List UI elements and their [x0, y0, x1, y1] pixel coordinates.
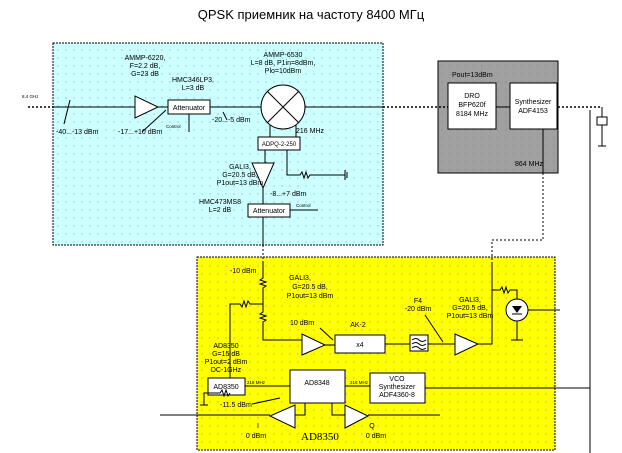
svg-text:ADF4360-8: ADF4360-8 — [379, 392, 415, 399]
diagram-title: QPSK приемник на частоту 8400 МГц — [198, 7, 425, 22]
dro-block — [447, 82, 497, 130]
svg-text:-20...-5 dBm: -20...-5 dBm — [212, 117, 251, 124]
svg-text:I: I — [257, 423, 259, 430]
lo-chain: Pout=13dBm DRO BFP620f 8184 MHz Synthesi… — [447, 72, 608, 453]
svg-text:-11.5 dBm: -11.5 dBm — [220, 402, 252, 409]
svg-text:G=20.5 dB,: G=20.5 dB, — [222, 172, 258, 179]
ad8348-demodulator — [289, 369, 346, 404]
svg-text:AMMP-6530: AMMP-6530 — [264, 52, 303, 59]
svg-text:Control: Control — [296, 203, 311, 208]
svg-text:P1out=13 dBm: P1out=13 dBm — [287, 293, 334, 300]
svg-text:AD8350: AD8350 — [213, 343, 238, 350]
svg-text:x4: x4 — [356, 342, 364, 349]
svg-text:P1out=13 dBm: P1out=13 dBm — [217, 180, 264, 187]
svg-text:L=8 dB, P1in=8dBm,: L=8 dB, P1in=8dBm, — [251, 60, 316, 67]
svg-text:P1out=2 dBm: P1out=2 dBm — [205, 359, 248, 366]
gali3-amplifier — [251, 162, 275, 190]
vco-synthesizer-block — [369, 372, 426, 404]
svg-text:G=20.5 dB,: G=20.5 dB, — [292, 284, 328, 291]
svg-text:AK-2: AK-2 — [350, 322, 366, 329]
svg-text:AD8348: AD8348 — [304, 380, 329, 387]
svg-text:AD8350: AD8350 — [301, 431, 339, 443]
svg-text:L=2 dB: L=2 dB — [209, 207, 232, 214]
svg-text:P1out=13 dBm: P1out=13 dBm — [447, 313, 494, 320]
svg-text:Pout=13dBm: Pout=13dBm — [452, 72, 493, 79]
crystal-icon — [596, 116, 608, 126]
svg-text:ADF4153: ADF4153 — [518, 108, 548, 115]
svg-text:BFP620f: BFP620f — [458, 102, 485, 109]
svg-text:AD8350: AD8350 — [213, 384, 238, 391]
svg-text:-10 dBm: -10 dBm — [230, 268, 257, 275]
svg-text:-8...+7 dBm: -8...+7 dBm — [270, 191, 307, 198]
svg-text:0 dBm: 0 dBm — [246, 433, 266, 440]
svg-text:DC-1GHz: DC-1GHz — [211, 367, 242, 374]
svg-text:F=2.2 dB,: F=2.2 dB, — [130, 63, 161, 70]
rf-chain: Attenuator ADPQ-2-250 Attenuator 8.4 GHz… — [22, 52, 448, 262]
svg-text:8.4 GHz: 8.4 GHz — [22, 94, 39, 99]
svg-text:DRO: DRO — [464, 93, 480, 100]
svg-text:Attenuator: Attenuator — [253, 208, 286, 215]
svg-text:Synthesizer: Synthesizer — [515, 99, 552, 106]
svg-text:8184 MHz: 8184 MHz — [456, 111, 488, 118]
svg-text:Plo=10dBm: Plo=10dBm — [265, 68, 302, 75]
svg-text:Q: Q — [369, 423, 375, 430]
if-amplifier-2 — [454, 333, 480, 356]
svg-text:0 dBm: 0 dBm — [366, 433, 386, 440]
svg-text:GALI3,: GALI3, — [289, 275, 311, 282]
svg-text:864 MHz: 864 MHz — [515, 161, 544, 168]
svg-text:VCO: VCO — [389, 376, 405, 383]
q-output-amplifier — [344, 404, 370, 429]
i-output-amplifier — [268, 404, 296, 429]
svg-text:Attenuator: Attenuator — [173, 105, 206, 112]
lna-amplifier — [134, 95, 160, 119]
svg-text:HMC346LP3,: HMC346LP3, — [172, 77, 214, 84]
svg-text:216 MHz: 216 MHz — [296, 128, 325, 135]
lo-synthesizer-block — [509, 82, 558, 130]
splitter-adpq — [257, 136, 301, 151]
svg-text:216 MHz: 216 MHz — [247, 380, 266, 385]
detector-diode-icon — [505, 298, 529, 322]
svg-text:Synthesizer: Synthesizer — [379, 384, 416, 391]
svg-text:-20 dBm: -20 dBm — [405, 306, 432, 313]
mixer — [260, 84, 306, 130]
if-amplifier-1 — [301, 333, 327, 356]
svg-text:AMMP-6220,: AMMP-6220, — [125, 55, 166, 62]
svg-text:ADPQ-2-250: ADPQ-2-250 — [262, 142, 297, 148]
attenuator-2 — [247, 203, 291, 218]
svg-text:G=23 dB: G=23 dB — [131, 71, 159, 78]
svg-text:GALI3,: GALI3, — [459, 297, 481, 304]
svg-text:GALI3,: GALI3, — [229, 164, 251, 171]
if-chain: -10 dBm GALI3, G=20.5 dB, P1out=13 dBm 1… — [160, 262, 590, 443]
svg-text:G=15 dB: G=15 dB — [212, 351, 240, 358]
svg-text:10 dBm: 10 dBm — [290, 320, 314, 327]
rf-panel — [52, 42, 384, 246]
svg-text:G=20.5 dB,: G=20.5 dB, — [452, 305, 488, 312]
svg-text:L=3 dB: L=3 dB — [182, 85, 205, 92]
svg-text:-40...-13 dBm: -40...-13 dBm — [56, 129, 99, 136]
svg-text:-17...+10 dBm: -17...+10 dBm — [118, 129, 162, 136]
svg-text:HMC473MS8: HMC473MS8 — [199, 199, 241, 206]
svg-text:F4: F4 — [414, 298, 422, 305]
svg-text:216 MHz: 216 MHz — [350, 380, 369, 385]
svg-text:Control: Control — [166, 124, 181, 129]
